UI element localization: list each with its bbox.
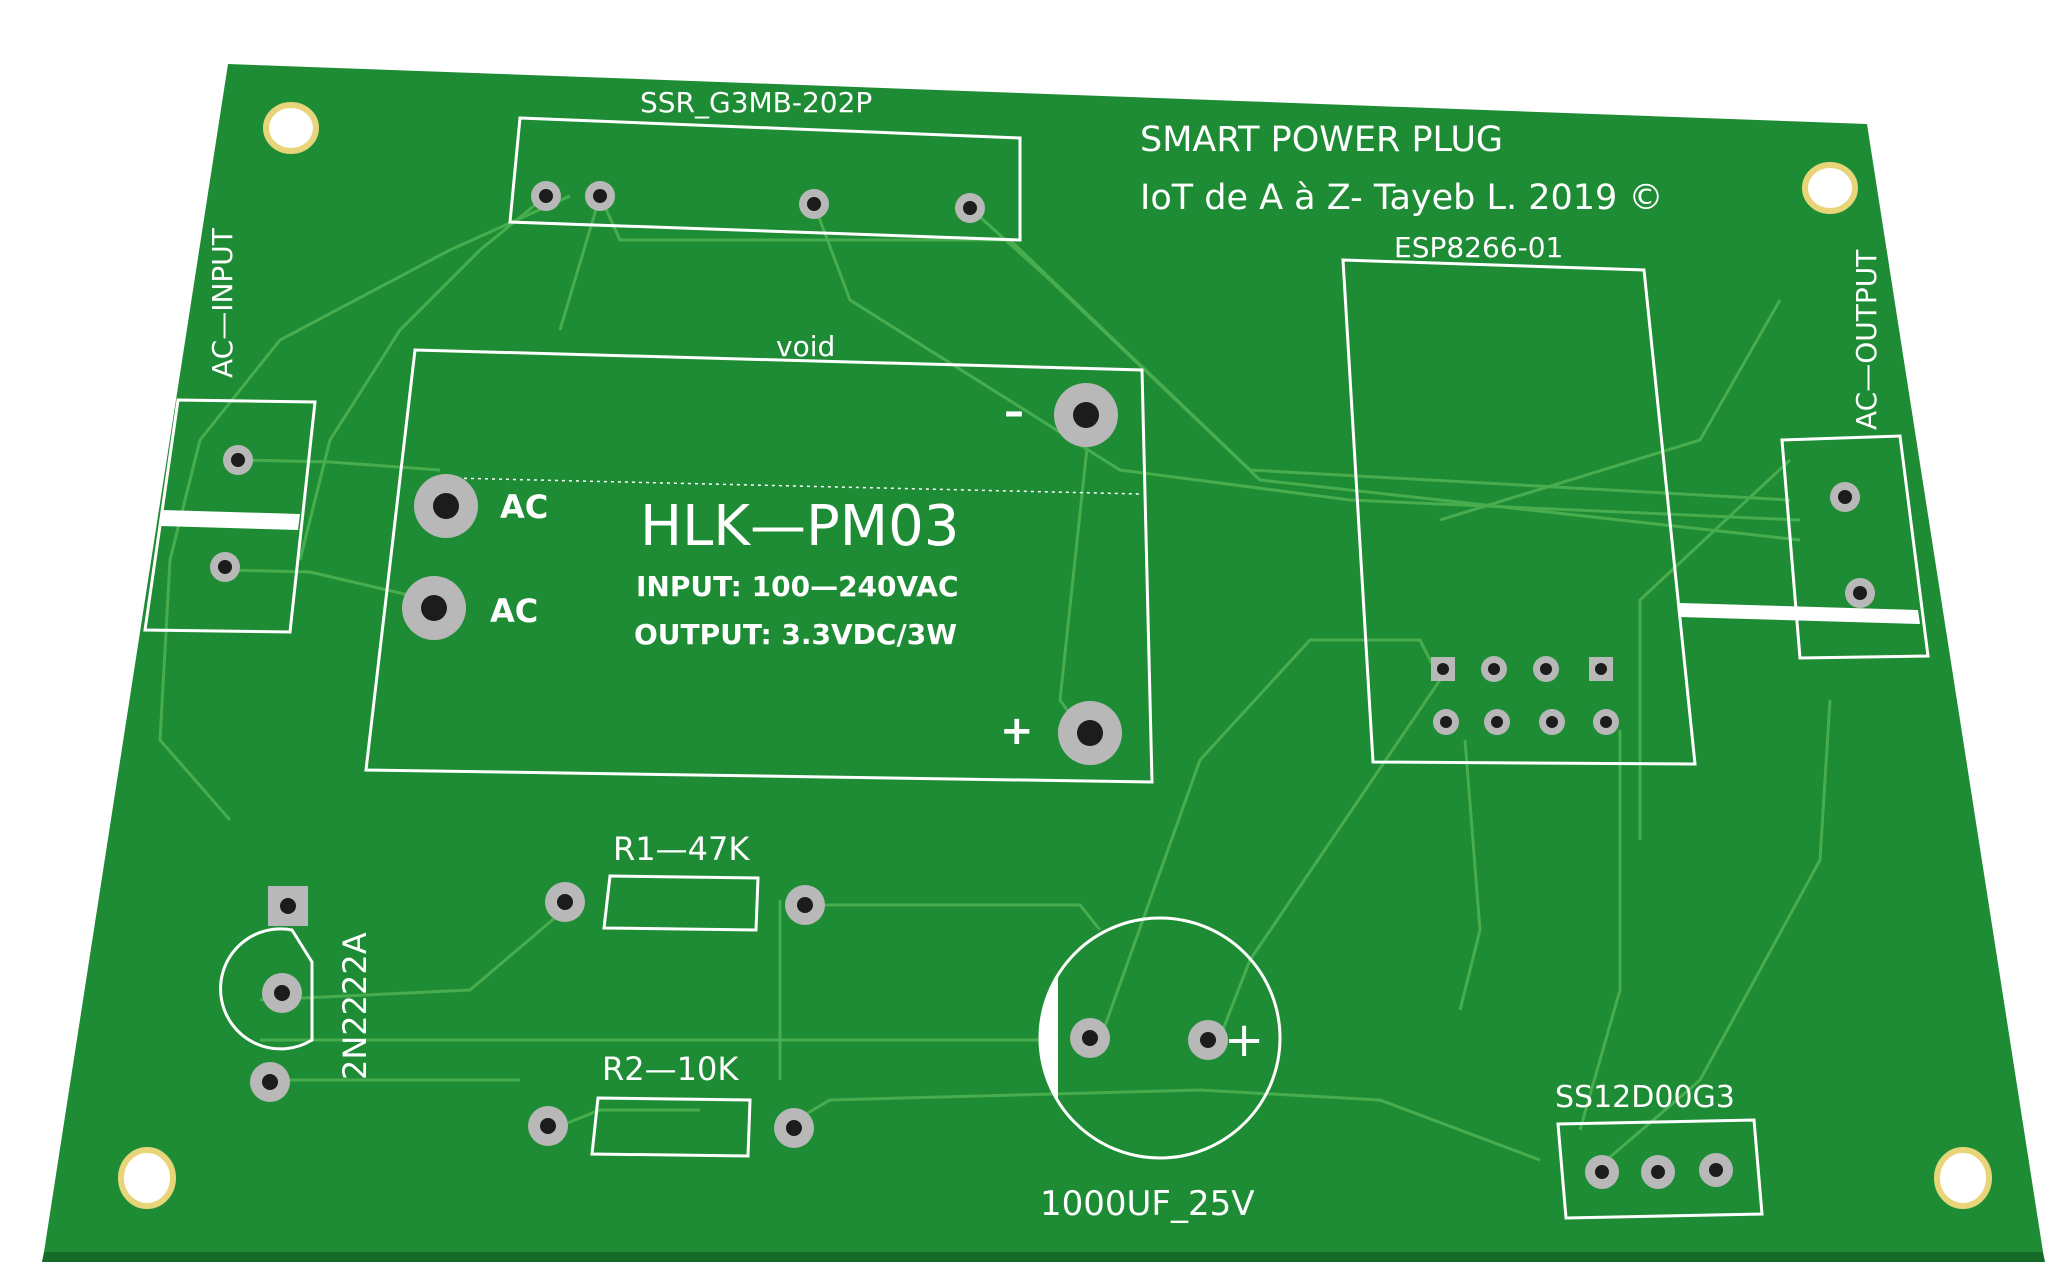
transistor-hole-3 [262, 1074, 278, 1090]
hlk-dashed-line [449, 477, 1141, 495]
hlk-ac2-label: AC [490, 592, 538, 630]
mounting-hole-bottom-right [1934, 1147, 1992, 1209]
ssr-hole-3 [807, 197, 821, 211]
capacitor-polarity-band [1040, 975, 1058, 1101]
ac-output-label: AC—OUTPUT [1850, 249, 1883, 430]
board-subtitle: IoT de A à Z- Tayeb L. 2019 © [1140, 178, 1663, 218]
esp-hole-1 [1437, 663, 1449, 675]
hlk-void-label: void [776, 330, 835, 363]
ac-output-hole-2 [1853, 586, 1867, 600]
transistor-outline [219, 927, 314, 1051]
hlk-hole-ac1 [433, 493, 459, 519]
hlk-ac1-label: AC [500, 488, 548, 526]
hlk-pm03-module: void HLK—PM03 INPUT: 100—240VAC OUTPUT: … [364, 330, 1154, 784]
r1-hole-1 [557, 894, 573, 910]
capacitor-outline [1038, 916, 1282, 1160]
esp-hole-5 [1440, 716, 1452, 728]
r2-hole-2 [786, 1120, 802, 1136]
ac-output-terminal: AC—OUTPUT [1680, 249, 1930, 660]
capacitor-hole-minus [1082, 1030, 1098, 1046]
hlk-minus-label: – [1004, 389, 1024, 435]
capacitor-1000uf: + 1000UF_25V [1038, 916, 1282, 1224]
ssr-hole-1 [539, 189, 553, 203]
mounting-hole-top-left [263, 102, 319, 154]
hlk-plus-label: + [1000, 708, 1034, 754]
ssr-hole-2 [593, 189, 607, 203]
esp8266-module: ESP8266-01 [1341, 231, 1697, 766]
hlk-part-number: HLK—PM03 [640, 494, 959, 559]
ssr-component: SSR_G3MB-202P [508, 86, 1022, 242]
ac-output-divider [1680, 603, 1920, 624]
transistor-label: 2N2222A [336, 932, 374, 1080]
ssr-outline [508, 116, 1022, 242]
hlk-output-spec: OUTPUT: 3.3VDC/3W [634, 618, 957, 651]
r2-hole-1 [540, 1118, 556, 1134]
switch-ss12d00g3: SS12D00G3 [1555, 1080, 1764, 1220]
switch-outline [1556, 1118, 1764, 1220]
r2-body-outline [590, 1096, 752, 1158]
ac-input-hole-2 [218, 560, 232, 574]
switch-hole-3 [1709, 1163, 1723, 1177]
mounting-hole-bottom-left [118, 1147, 176, 1209]
mounting-holes [118, 102, 1992, 1209]
resistor-r1: R1—47K [545, 830, 825, 932]
switch-hole-1 [1595, 1165, 1609, 1179]
esp-hole-4 [1595, 663, 1607, 675]
capacitor-label: 1000UF_25V [1040, 1184, 1255, 1224]
pcb-edge-shade [42, 1252, 2045, 1262]
ac-input-terminal: AC—INPUT [143, 227, 317, 634]
ssr-label: SSR_G3MB-202P [640, 86, 872, 119]
pcb-substrate [44, 64, 2043, 1252]
hlk-outline [364, 348, 1154, 784]
esp-label: ESP8266-01 [1394, 231, 1563, 264]
r2-label: R2—10K [602, 1050, 739, 1088]
transistor-hole-2 [274, 985, 290, 1001]
transistor-2n2222a: 2N2222A [219, 886, 374, 1102]
hlk-hole-ac2 [421, 595, 447, 621]
esp-hole-2 [1488, 663, 1500, 675]
ac-input-hole-1 [231, 453, 245, 467]
esp-hole-6 [1491, 716, 1503, 728]
esp-hole-3 [1540, 663, 1552, 675]
capacitor-plus-label: + [1224, 1012, 1264, 1068]
ac-input-outline [143, 398, 317, 634]
ac-output-hole-1 [1838, 490, 1852, 504]
ac-output-outline [1780, 434, 1930, 660]
board-title: SMART POWER PLUG [1140, 120, 1503, 160]
transistor-hole-1 [280, 898, 296, 914]
hlk-input-spec: INPUT: 100—240VAC [636, 570, 959, 603]
ac-input-divider [160, 510, 300, 530]
r1-label: R1—47K [613, 830, 750, 868]
hlk-hole-minus [1073, 402, 1099, 428]
hlk-hole-plus [1077, 720, 1103, 746]
resistor-r2: R2—10K [528, 1050, 814, 1158]
capacitor-hole-plus [1200, 1032, 1216, 1048]
r1-hole-2 [797, 897, 813, 913]
r1-body-outline [602, 874, 760, 932]
ssr-hole-4 [963, 201, 977, 215]
ac-input-label: AC—INPUT [206, 227, 239, 378]
esp-hole-8 [1600, 716, 1612, 728]
esp-hole-7 [1546, 716, 1558, 728]
mounting-hole-top-right [1802, 162, 1858, 214]
switch-label: SS12D00G3 [1555, 1080, 1735, 1115]
esp-outline [1341, 258, 1697, 766]
switch-hole-2 [1651, 1165, 1665, 1179]
